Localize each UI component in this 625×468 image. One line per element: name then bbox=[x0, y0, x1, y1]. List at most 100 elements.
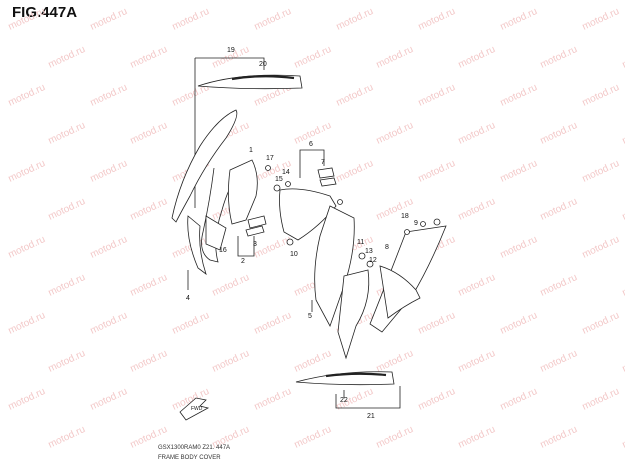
decal-2 bbox=[245, 225, 265, 237]
watermark-text: motod.ru bbox=[253, 6, 293, 33]
callout-10: 10 bbox=[290, 251, 298, 258]
bolt-10 bbox=[286, 238, 294, 246]
watermark-text: motod.ru bbox=[457, 424, 497, 451]
callout-8: 8 bbox=[385, 244, 389, 251]
callout-7: 7 bbox=[321, 159, 325, 166]
watermark-text: motod.ru bbox=[621, 44, 625, 71]
fwd-arrow-icon: FWD bbox=[179, 397, 210, 421]
figure-title: FIG.447A bbox=[12, 4, 78, 21]
watermark-text: motod.ru bbox=[129, 196, 169, 223]
callout-14: 14 bbox=[282, 169, 290, 176]
callout-17: 17 bbox=[266, 155, 274, 162]
watermark-text: motod.ru bbox=[47, 424, 87, 451]
callout-18: 18 bbox=[401, 213, 409, 220]
decal-7b bbox=[319, 177, 337, 187]
mid-side-panel-lower bbox=[337, 269, 370, 360]
watermark-text: motod.ru bbox=[417, 310, 457, 337]
bolt-17b bbox=[337, 199, 343, 205]
watermark-text: motod.ru bbox=[293, 44, 333, 71]
callout-2: 2 bbox=[241, 258, 245, 265]
callout-22: 22 bbox=[340, 397, 348, 404]
bolt-17a bbox=[265, 165, 271, 171]
callout-1: 1 bbox=[249, 147, 253, 154]
watermark-text: motod.ru bbox=[211, 348, 251, 375]
watermark-text: motod.ru bbox=[7, 82, 47, 109]
watermark-text: motod.ru bbox=[581, 82, 621, 109]
watermark-text: motod.ru bbox=[457, 272, 497, 299]
leader-2-3 bbox=[237, 236, 255, 257]
bolt-12 bbox=[366, 260, 374, 268]
watermark-text: motod.ru bbox=[7, 234, 47, 261]
watermark-text: motod.ru bbox=[89, 234, 129, 261]
watermark-text: motod.ru bbox=[7, 310, 47, 337]
watermark-text: motod.ru bbox=[253, 234, 293, 261]
mid-side-panel bbox=[314, 205, 355, 327]
watermark-text: motod.ru bbox=[621, 272, 625, 299]
side-cowl-upper bbox=[171, 109, 238, 223]
watermark-text: motod.ru bbox=[47, 44, 87, 71]
leader-6 bbox=[299, 149, 325, 178]
watermark-text: motod.ru bbox=[581, 310, 621, 337]
watermark-text: motod.ru bbox=[335, 158, 375, 185]
bolt-14 bbox=[285, 181, 291, 187]
watermark-text: motod.ru bbox=[539, 424, 579, 451]
callout-21: 21 bbox=[367, 413, 375, 420]
watermark-text: motod.ru bbox=[581, 386, 621, 413]
watermark-text: motod.ru bbox=[375, 44, 415, 71]
watermark-text: motod.ru bbox=[621, 120, 625, 147]
watermark-text: motod.ru bbox=[499, 6, 539, 33]
callout-13: 13 bbox=[365, 248, 373, 255]
center-inner-cover bbox=[279, 188, 337, 241]
watermark-text: motod.ru bbox=[499, 386, 539, 413]
watermark-text: motod.ru bbox=[129, 120, 169, 147]
watermark-text: motod.ru bbox=[253, 310, 293, 337]
watermark-text: motod.ru bbox=[129, 272, 169, 299]
watermark-text: motod.ru bbox=[457, 44, 497, 71]
bolt-15b bbox=[433, 218, 441, 226]
side-cowl-trim bbox=[201, 167, 241, 263]
callout-3: 3 bbox=[253, 241, 257, 248]
bolt-13 bbox=[358, 252, 366, 260]
watermark-text: motod.ru bbox=[499, 310, 539, 337]
watermark-text: motod.ru bbox=[335, 6, 375, 33]
watermark-text: motod.ru bbox=[499, 234, 539, 261]
watermark-text: motod.ru bbox=[47, 120, 87, 147]
watermark-text: motod.ru bbox=[499, 158, 539, 185]
watermark-text: motod.ru bbox=[89, 310, 129, 337]
watermark-text: motod.ru bbox=[89, 158, 129, 185]
diagram-code: GSX1300RAM0 Z21. 447A bbox=[158, 445, 231, 451]
bolt-18 bbox=[404, 229, 410, 235]
decal-3 bbox=[247, 215, 267, 229]
diagram-caption: FRAME BODY COVER bbox=[158, 455, 221, 461]
right-side-cover bbox=[369, 225, 447, 333]
bolt-9 bbox=[420, 221, 426, 227]
watermark-text: motod.ru bbox=[129, 44, 169, 71]
watermark-text: motod.ru bbox=[47, 348, 87, 375]
callout-6: 6 bbox=[309, 141, 313, 148]
watermark-text: motod.ru bbox=[293, 424, 333, 451]
bolt-15 bbox=[273, 184, 281, 192]
watermark-text: motod.ru bbox=[621, 196, 625, 223]
callout-15: 15 bbox=[275, 176, 283, 183]
watermark-text: motod.ru bbox=[129, 348, 169, 375]
callout-12: 12 bbox=[369, 257, 377, 264]
watermark-text: motod.ru bbox=[417, 6, 457, 33]
watermark-text: motod.ru bbox=[375, 120, 415, 147]
watermark-text: motod.ru bbox=[581, 234, 621, 261]
callout-5: 5 bbox=[308, 313, 312, 320]
watermark-text: motod.ru bbox=[539, 272, 579, 299]
watermark-text: motod.ru bbox=[89, 386, 129, 413]
watermark-text: motod.ru bbox=[89, 6, 129, 33]
watermark-text: motod.ru bbox=[7, 6, 47, 33]
watermark-text: motod.ru bbox=[211, 272, 251, 299]
watermark-text: motod.ru bbox=[89, 82, 129, 109]
upper-emblem-lettering bbox=[231, 75, 295, 81]
watermark-text: motod.ru bbox=[171, 310, 211, 337]
watermark-text: motod.ru bbox=[171, 6, 211, 33]
watermark-text: motod.ru bbox=[581, 158, 621, 185]
watermark-text: motod.ru bbox=[539, 196, 579, 223]
callout-20: 20 bbox=[259, 61, 267, 68]
watermark-text: motod.ru bbox=[499, 82, 539, 109]
